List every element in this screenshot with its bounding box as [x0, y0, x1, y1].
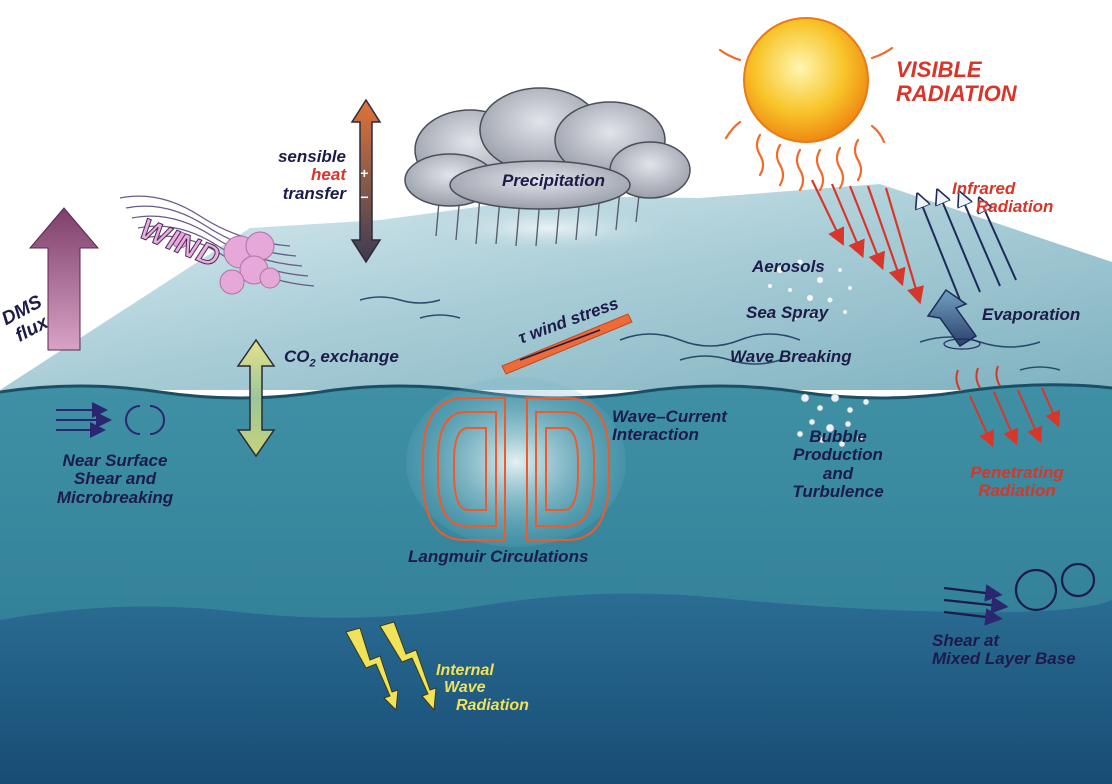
internal-wave-line-2: Wave — [436, 679, 529, 696]
co2-exchange-text: exchange — [316, 347, 399, 366]
infrared-radiation-line-1: Infrared — [952, 180, 1053, 198]
evaporation-label: Evaporation — [982, 306, 1080, 324]
sensible-heat-label: sensible heat transfer — [262, 148, 346, 203]
penetrating-radiation-label: Penetrating Radiation — [952, 464, 1082, 501]
bubble-line-4: Turbulence — [770, 483, 906, 501]
aerosols-label: Aerosols — [752, 258, 825, 276]
co2-symbol: CO — [284, 347, 310, 366]
internal-wave-radiation-label: Internal Wave Radiation — [436, 662, 529, 714]
visible-radiation-label: VISIBLE RADIATION — [896, 58, 1017, 106]
infrared-radiation-label: Infrared Radiation — [952, 180, 1053, 217]
penetrating-line-1: Penetrating — [952, 464, 1082, 482]
near-surface-shear-line-1: Near Surface — [30, 452, 200, 470]
deep-layer — [0, 594, 1112, 784]
shear-mixed-line-1: Shear at — [932, 632, 1076, 650]
sensible-heat-line-3: transfer — [262, 185, 346, 203]
penetrating-line-2: Radiation — [952, 482, 1082, 500]
sensible-heat-line-1: sensible — [262, 148, 346, 166]
langmuir-circulation-cells — [406, 377, 626, 547]
bubble-line-2: Production — [770, 446, 906, 464]
bubble-production-label: Bubble Production and Turbulence — [770, 428, 906, 501]
wave-breaking-label: Wave Breaking — [730, 348, 852, 366]
precipitation-label: Precipitation — [502, 172, 605, 190]
shear-mixed-line-2: Mixed Layer Base — [932, 650, 1076, 668]
heat-plus-sign: + — [360, 166, 368, 181]
internal-wave-line-1: Internal — [436, 662, 529, 679]
internal-wave-line-3: Radiation — [436, 697, 529, 714]
heat-minus-sign: − — [360, 190, 368, 205]
langmuir-circulations-label: Langmuir Circulations — [408, 548, 588, 566]
near-surface-shear-line-2: Shear and — [30, 470, 200, 488]
near-surface-shear-line-3: Microbreaking — [30, 489, 200, 507]
wave-current-interaction-label: Wave–Current Interaction — [612, 408, 727, 445]
wave-current-line-2: Interaction — [612, 426, 727, 444]
sea-spray-label: Sea Spray — [746, 304, 828, 322]
infrared-radiation-line-2: Radiation — [952, 198, 1053, 216]
shear-mixed-layer-label: Shear at Mixed Layer Base — [932, 632, 1076, 669]
sun-icon — [720, 18, 892, 190]
visible-radiation-line-2: RADIATION — [896, 82, 1017, 106]
co2-exchange-label: CO2 exchange — [284, 348, 399, 370]
visible-radiation-line-1: VISIBLE — [896, 58, 1017, 82]
bubble-line-1: Bubble — [770, 428, 906, 446]
wave-current-line-1: Wave–Current — [612, 408, 727, 426]
near-surface-shear-label: Near Surface Shear and Microbreaking — [30, 452, 200, 507]
sensible-heat-line-2: heat — [262, 166, 346, 184]
bubble-line-3: and — [770, 465, 906, 483]
